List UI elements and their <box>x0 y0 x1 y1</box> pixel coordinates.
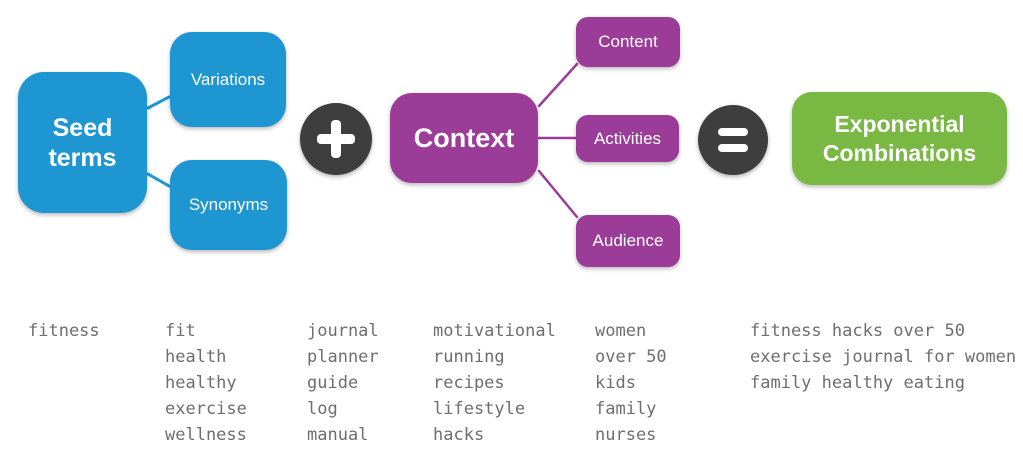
example-term: guide <box>307 373 359 393</box>
seed-to-variations-line <box>146 95 171 110</box>
seed-terms-node: Seed terms <box>18 72 147 213</box>
activities-node: Activities <box>576 115 679 162</box>
example-term: hacks <box>433 425 485 445</box>
example-term: running <box>433 347 505 367</box>
example-column-seed-terms: fitness <box>28 318 100 344</box>
content-node: Content <box>576 17 680 67</box>
example-term: journal <box>307 321 379 341</box>
example-term: recipes <box>433 373 505 393</box>
example-column-formats: journal planner guide log manual <box>307 318 379 448</box>
example-term: manual <box>307 425 369 445</box>
synonyms-node: Synonyms <box>170 160 287 250</box>
equals-icon <box>698 105 768 175</box>
example-term: planner <box>307 347 379 367</box>
example-column-variations-synonyms: fit health healthy exercise wellness <box>165 318 247 448</box>
example-term: family healthy eating <box>750 373 965 393</box>
exponential-combinations-node: Exponential Combinations <box>792 92 1007 185</box>
example-term: fitness hacks over 50 <box>750 321 965 341</box>
plus-icon <box>300 103 372 175</box>
example-term: exercise <box>165 399 247 419</box>
context-node: Context <box>390 93 538 183</box>
example-term: healthy <box>165 373 237 393</box>
example-term: fitness <box>28 321 100 341</box>
seed-to-synonyms-line <box>146 172 171 188</box>
variations-node: Variations <box>170 32 286 127</box>
example-term: fit <box>165 321 196 341</box>
example-term: nurses <box>595 425 657 445</box>
context-to-audience-line <box>537 169 579 219</box>
context-to-content-line <box>537 62 579 108</box>
example-term: kids <box>595 373 636 393</box>
example-term: motivational <box>433 321 556 341</box>
example-column-audience: women over 50 kids family nurses <box>595 318 667 448</box>
example-term: over 50 <box>595 347 667 367</box>
example-column-combinations: fitness hacks over 50 exercise journal fo… <box>750 318 1016 396</box>
example-column-context: motivational running recipes lifestyle hacks <box>433 318 556 448</box>
example-term: wellness <box>165 425 247 445</box>
example-term: lifestyle <box>433 399 526 419</box>
audience-node: Audience <box>576 215 680 267</box>
example-term: log <box>307 399 338 419</box>
example-term: health <box>165 347 227 367</box>
example-term: family <box>595 399 657 419</box>
example-term: exercise journal for women <box>750 347 1017 367</box>
example-term: women <box>595 321 647 341</box>
